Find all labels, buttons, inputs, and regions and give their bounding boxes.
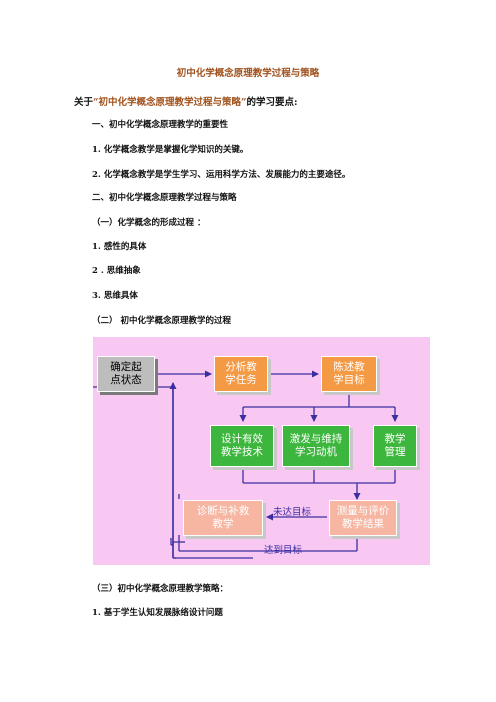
start-line-1: 确定起 — [110, 361, 142, 373]
measure-line-2: 教学结果 — [342, 518, 384, 530]
design-technique-box: 设计有效教学技术 — [210, 425, 274, 467]
goal-line-1: 陈述教 — [333, 361, 365, 373]
about-prefix: 关于 — [74, 97, 94, 108]
design-line-1: 设计有效 — [221, 433, 263, 445]
formation-step-2: 2 . 思维抽象 — [92, 266, 141, 276]
motivate-line-2: 学习动机 — [295, 446, 337, 458]
reached-label: 达到目标 — [264, 545, 303, 556]
start-state-box: 确定起点状态 — [97, 356, 155, 392]
manage-line-1: 教学 — [384, 433, 406, 445]
measure-evaluate-box: 测量与评价教学结果 — [329, 500, 397, 536]
subsection-1-heading: （一）化学概念的形成过程 ： — [92, 218, 206, 228]
not-reached-label: 未达目标 — [273, 507, 312, 518]
diagnose-remedy-box: 诊断与补救教学 — [183, 500, 263, 536]
manage-line-2: 管理 — [384, 446, 406, 458]
section-1-point-1: 1. 化学概念教学是掌握化学知识的关键。 — [92, 145, 249, 155]
start-line-2: 点状态 — [110, 374, 142, 386]
diagnose-line-1: 诊断与补救 — [196, 505, 250, 517]
about-highlight: “初中化学概念原理教学过程与策略” — [93, 97, 247, 108]
study-points-heading: 关于“初中化学概念原理教学过程与策略”的学习要点: — [74, 94, 297, 108]
analyze-line-1: 分析教 — [225, 361, 257, 373]
state-goal-box: 陈述教学目标 — [321, 356, 377, 392]
section-2-heading: 二、初中化学概念原理教学过程与策略 — [92, 193, 237, 203]
section-1-heading: 一、初中化学概念原理教学的重要性 — [92, 120, 229, 130]
analyze-line-2: 学任务 — [225, 374, 257, 386]
diagnose-line-2: 教学 — [212, 518, 234, 530]
design-line-2: 教学技术 — [221, 446, 263, 458]
teaching-process-diagram: 确定起点状态 分析教学任务 陈述教学目标 设计有效教学技术 激发与维持学习动机 … — [93, 337, 430, 565]
subsection-2-heading: （二） 初中化学概念原理教学的过程 — [92, 316, 231, 326]
formation-step-1: 1. 感性的具体 — [92, 242, 147, 252]
measure-line-1: 测量与评价 — [336, 505, 390, 517]
goal-line-2: 学目标 — [333, 374, 365, 386]
motivate-line-1: 激发与维持 — [289, 433, 343, 445]
page-title: 初中化学概念原理教学过程与策略 — [176, 68, 320, 79]
subsection-3-heading: （三）初中化学概念原理教学策略： — [92, 584, 229, 594]
motivation-box: 激发与维持学习动机 — [282, 425, 350, 467]
management-box: 教学管理 — [373, 425, 417, 467]
formation-step-3: 3. 思维具体 — [92, 291, 138, 301]
about-suffix: 的学习要点: — [246, 97, 298, 108]
section-1-point-2: 2. 化学概念教学是学生学习、运用科学方法、发展能力的主要途径。 — [92, 170, 351, 180]
diagram-connectors — [93, 370, 399, 559]
strategy-1: 1. 基于学生认知发展脉络设计问题 — [92, 608, 223, 618]
analyze-task-box: 分析教学任务 — [214, 356, 268, 392]
